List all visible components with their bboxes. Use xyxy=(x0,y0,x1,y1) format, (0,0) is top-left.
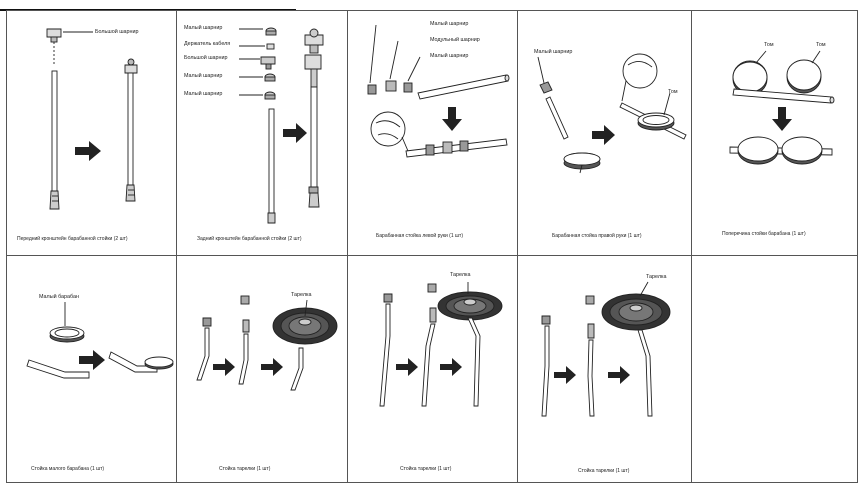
panel-empty xyxy=(692,256,857,482)
panel-caption: Стойка тарелки (1 шт) xyxy=(400,466,452,472)
right-hand-stand-illustration xyxy=(537,53,687,174)
label-cymbal: Тарелка xyxy=(291,292,312,298)
label-tom: Том xyxy=(668,89,678,95)
label-tom-1: Том xyxy=(764,42,774,48)
panel-caption: Барабанная стойка правой руки (1 шт) xyxy=(552,233,642,239)
crossbar-illustration xyxy=(729,50,835,165)
label-snare: Малый барабан xyxy=(39,294,79,300)
label-small-hinge-1: Малый шарнир xyxy=(184,25,223,31)
front-bracket-illustration xyxy=(46,28,138,210)
panel-caption: Поперечина стойки барабана (1 шт) xyxy=(722,231,806,237)
panel-snare-stand: Малый барабан Стойка малого барабана (1 … xyxy=(7,256,176,482)
label-modular-hinge: Модульный шарнир xyxy=(430,37,480,43)
label-cymbal: Тарелка xyxy=(450,272,471,278)
panel-left-hand-stand: Малый шарнир Модульный шарнир Малый шарн… xyxy=(348,11,517,255)
label-small-hinge-2: Малый шарнир xyxy=(184,73,223,79)
panel-right-hand-stand: Малый шарнир Том Барабанная стойка право… xyxy=(518,11,691,255)
label-small-hinge-3: Малый шарнир xyxy=(184,91,223,97)
label-cymbal: Тарелка xyxy=(646,274,667,280)
panel-caption: Стойка тарелки (1 шт) xyxy=(578,468,630,474)
cymbal-stand-3-illustration xyxy=(541,281,671,417)
label-small-hinge: Малый шарнир xyxy=(534,49,573,55)
panel-rear-bracket: Малый шарнир Держатель кабеля Большой ша… xyxy=(177,11,347,255)
panel-cymbal-stand-1: Тарелка Стойка тарелки (1 шт) xyxy=(177,256,347,482)
panel-cymbal-stand-2: Тарелка Стойка тарелки (1 шт) xyxy=(348,256,517,482)
left-hand-stand-illustration xyxy=(367,24,510,158)
label-big-hinge: Большой шарнир xyxy=(184,55,228,61)
panel-caption: Стойка малого барабана (1 шт) xyxy=(31,466,105,472)
panel-caption: Передний кронштейн барабанной стойки (2 … xyxy=(17,236,128,242)
label-small-hinge-1: Малый шарнир xyxy=(430,21,469,27)
label-cable-holder: Держатель кабеля xyxy=(184,41,231,47)
label-tom-2: Том xyxy=(816,42,826,48)
panel-cymbal-stand-3: Тарелка Стойка тарелки (1 шт) xyxy=(518,256,691,482)
rear-bracket-illustration xyxy=(239,27,324,224)
panel-caption: Задний кронштейн барабанной стойки (2 шт… xyxy=(197,236,302,242)
cymbal-stand-1-illustration xyxy=(196,295,338,391)
label-small-hinge-2: Малый шарнир xyxy=(430,53,469,59)
snare-stand-illustration xyxy=(26,302,174,379)
label-big-hinge: Большой шарнир xyxy=(95,29,139,35)
cymbal-stand-2-illustration xyxy=(379,282,503,407)
panel-caption: Барабанная стойка левой руки (1 шт) xyxy=(376,233,463,239)
panel-caption: Стойка тарелки (1 шт) xyxy=(219,466,271,472)
panel-front-bracket: Большой шарнир Передний кронштейн бараба… xyxy=(7,11,176,255)
panel-crossbar: Том Том Поперечина стойки барабана (1 шт… xyxy=(692,11,857,255)
